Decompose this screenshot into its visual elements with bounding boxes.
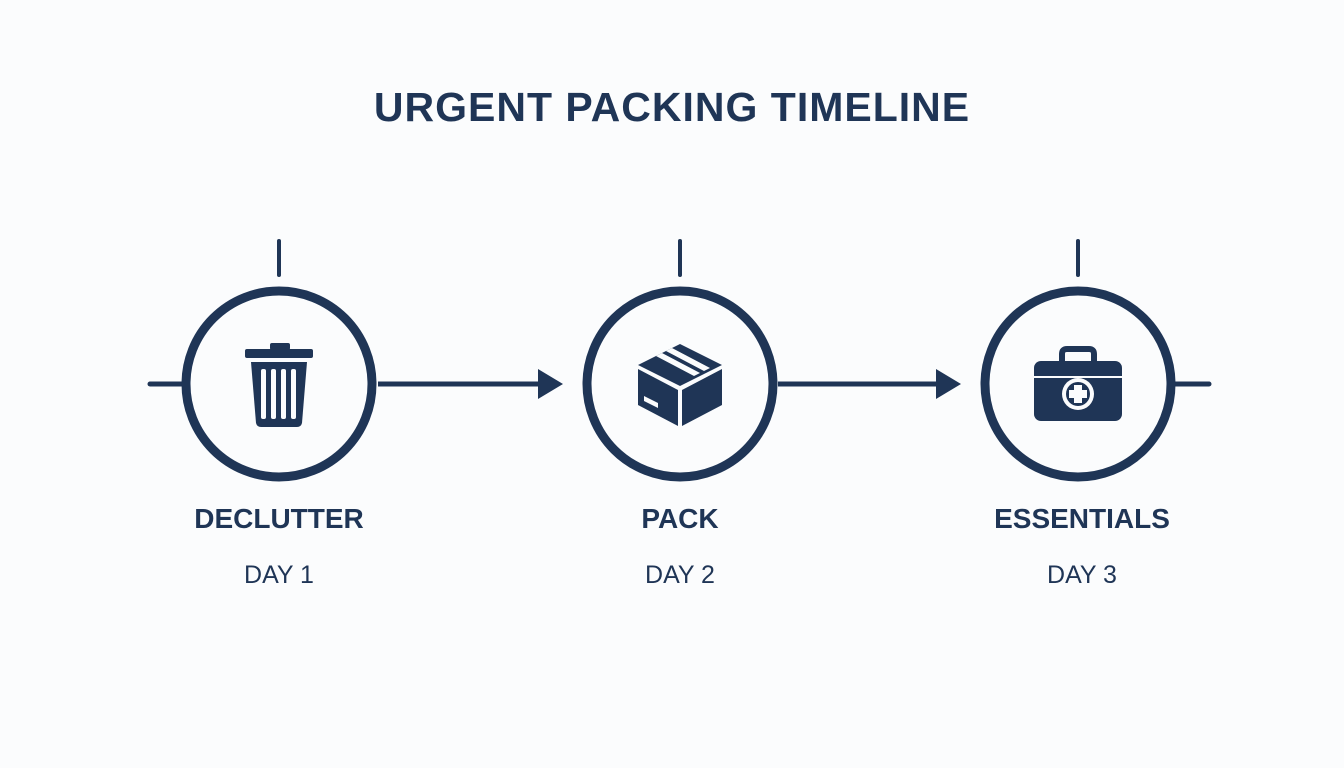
step-day-2: DAY 2: [645, 561, 715, 589]
cardboard-box-icon: [638, 344, 722, 426]
step-label-essentials: ESSENTIALS: [994, 503, 1170, 534]
first-aid-kit-icon: [1034, 346, 1122, 421]
arrow-2: [778, 369, 961, 399]
arrow-1: [378, 369, 563, 399]
step-day-3: DAY 3: [1047, 561, 1117, 589]
step-day-1: DAY 1: [244, 561, 314, 589]
step-label-pack: PACK: [641, 503, 719, 534]
step-label-declutter: DECLUTTER: [194, 503, 364, 534]
page-title: URGENT PACKING TIMELINE: [373, 84, 971, 130]
trash-can-icon: [245, 343, 313, 427]
